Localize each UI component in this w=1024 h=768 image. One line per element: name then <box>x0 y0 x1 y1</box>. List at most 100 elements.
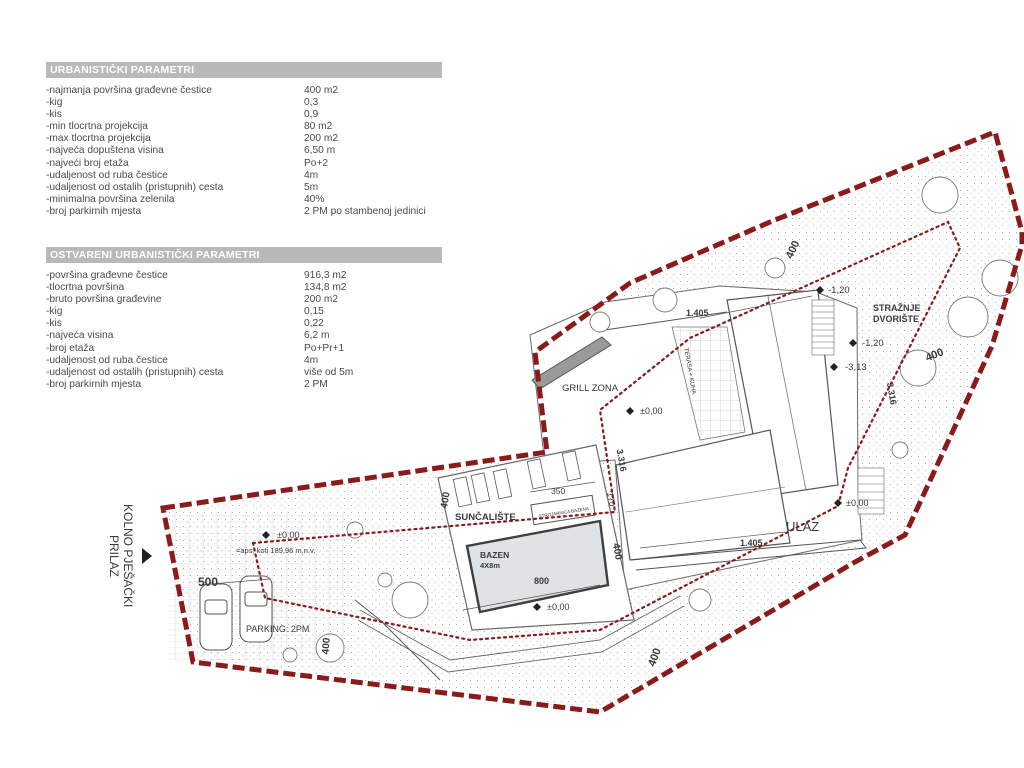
lower-path-2 <box>357 605 685 673</box>
grill-zone-label: GRILL ZONA <box>562 383 619 394</box>
urban-parameters-title: URBANISTIČKI PARAMETRI <box>46 62 442 78</box>
parameter-name: -min tlocrtna projekcija <box>46 121 148 133</box>
rear-stairs <box>811 299 835 356</box>
parameter-value: više od 5m <box>304 366 354 378</box>
parameter-row: -broj parkirnih mjesta 2 PM po stambenoj … <box>46 206 442 218</box>
dim-1405-top: 1.405 <box>686 308 709 318</box>
access-label-2: PRILAZ <box>107 535 121 577</box>
parameter-name: -kis <box>46 109 62 121</box>
parameter-row: -bruto površina građevine 200 m2 <box>46 294 442 306</box>
parameter-value: 6,2 m <box>304 330 330 342</box>
dim-1405-bottom: 1.405 <box>740 538 763 548</box>
parameter-row: -površina građevne čestice 916,3 m2 <box>46 270 442 282</box>
backyard-label-2: DVORIŠTE <box>873 313 919 324</box>
house-ridge <box>767 295 807 491</box>
parameter-name: -bruto površina građevine <box>46 294 162 306</box>
parameter-value: 2 PM <box>304 378 328 390</box>
dim-400-pool: 400 <box>610 542 624 561</box>
urban-parameters-table: URBANISTIČKI PARAMETRI -najmanja površin… <box>46 62 442 218</box>
parameter-value: Po+Pr+1 <box>304 342 345 354</box>
parameter-value: 2 PM po stambenoj jedinici <box>304 205 426 217</box>
entrance-stairs <box>857 467 885 515</box>
parameter-value: 0,15 <box>304 306 324 318</box>
parameter-value: 916,3 m2 <box>304 270 347 281</box>
lower-path <box>359 595 681 661</box>
level-minus-120-b: -1,20 <box>862 338 884 349</box>
parameter-value: Po+2 <box>304 157 329 169</box>
parameter-name: -udaljenost od ostalih (pristupnih) cest… <box>46 181 224 193</box>
parameter-name: -kig <box>46 306 63 318</box>
sunbathing-label: SUNČALIŠTE <box>455 511 516 523</box>
parameter-row: -broj etaža Po+Pr+1 <box>46 343 442 355</box>
parameter-row: -udaljenost od ostalih (pristupnih) cest… <box>46 367 442 379</box>
upper-wall <box>604 311 728 331</box>
parameter-row: -kig 0,3 <box>46 97 442 109</box>
dim-170: 170 <box>605 491 617 507</box>
parameter-name: -najveća visina <box>46 330 114 342</box>
building-setback-line <box>251 220 962 642</box>
parameter-name: -broj parkirnih mjesta <box>46 378 142 390</box>
entry-path <box>629 539 867 571</box>
house-upper-wing <box>726 289 839 497</box>
parameter-value: 80 m2 <box>304 121 333 133</box>
house-lower-ridge <box>625 486 786 513</box>
parameter-value: 400 m2 <box>304 85 338 96</box>
sun-loungers <box>452 450 582 508</box>
driveway-curb <box>354 599 441 681</box>
parameter-name: -najveća dopuštena visina <box>46 145 164 157</box>
dim-500: 500 <box>198 575 218 589</box>
parameter-name: -kig <box>46 97 63 109</box>
access-label-1: KOLNO PJEŠAČKI <box>121 504 136 607</box>
parameter-row: -kig 0,15 <box>46 306 442 318</box>
parameter-name: -najveći broj etaža <box>46 157 129 169</box>
dim-316-b: 3.316 <box>885 382 899 406</box>
parameter-row: -najmanja površina građevne čestice 400 m… <box>46 85 442 97</box>
parameter-row: -najveći broj etaža Po+2 <box>46 158 442 170</box>
pool-name: BAZEN <box>480 550 509 560</box>
dim-350: 350 <box>551 486 565 496</box>
parameter-value: 200 m2 <box>304 133 338 145</box>
entrance-label: ULAZ <box>786 519 819 534</box>
parameter-name: -udaljenost od ostalih (pristupnih) cest… <box>46 366 224 378</box>
pool-size: 4X8m <box>480 561 500 570</box>
parameter-row: -udaljenost od ostalih (pristupnih) cest… <box>46 182 442 194</box>
dim-400-bottom: 400 <box>646 647 664 668</box>
level-ulaz: ±0,00 <box>846 498 868 508</box>
parameter-value: 0,3 <box>304 97 319 109</box>
parameter-name: -udaljenost od ruba čestice <box>46 354 168 366</box>
terrace-kitchen <box>671 326 746 441</box>
parameter-row: -kis 0,9 <box>46 109 442 121</box>
achieved-parameters-table: OSTVARENI URBANISTIČKI PARAMETRI -površi… <box>46 247 442 391</box>
achieved-parameters-title: OSTVARENI URBANISTIČKI PARAMETRI <box>46 247 442 263</box>
parameter-value: 200 m2 <box>304 294 338 306</box>
parameter-name: -broj parkirnih mjesta <box>46 205 142 217</box>
parameter-name: -najmanja površina građevne čestice <box>46 85 212 96</box>
parameter-row: -broj parkirnih mjesta 2 PM <box>46 379 442 391</box>
parameter-value: 0,9 <box>304 109 319 121</box>
level-minus-313: -3,13 <box>845 362 867 373</box>
plot-boundary <box>160 128 1024 715</box>
parking-label: PARKING: 2PM <box>246 624 309 634</box>
parameter-row: -min tlocrtna projekcija 80 m2 <box>46 121 442 133</box>
grill-zone-bar <box>531 336 612 390</box>
parameter-name: -broj etaža <box>46 342 95 354</box>
dim-800: 800 <box>534 576 549 586</box>
level-marker-icons <box>262 286 857 611</box>
parameter-value: 0,22 <box>304 318 324 330</box>
access-arrow-icon <box>142 548 152 564</box>
parameter-name: -minimalna površina zelenila <box>46 193 175 205</box>
parameter-value: 4m <box>304 169 319 181</box>
dim-316-a: 3.316 <box>615 448 629 472</box>
dim-400-parking: 400 <box>320 637 332 655</box>
parameter-name: -tlocrtna površina <box>46 282 125 294</box>
parameter-name: -površina građevne čestice <box>46 270 168 281</box>
dim-400-left: 400 <box>439 491 453 510</box>
pool <box>465 519 610 614</box>
house-lower-wing <box>615 429 791 561</box>
